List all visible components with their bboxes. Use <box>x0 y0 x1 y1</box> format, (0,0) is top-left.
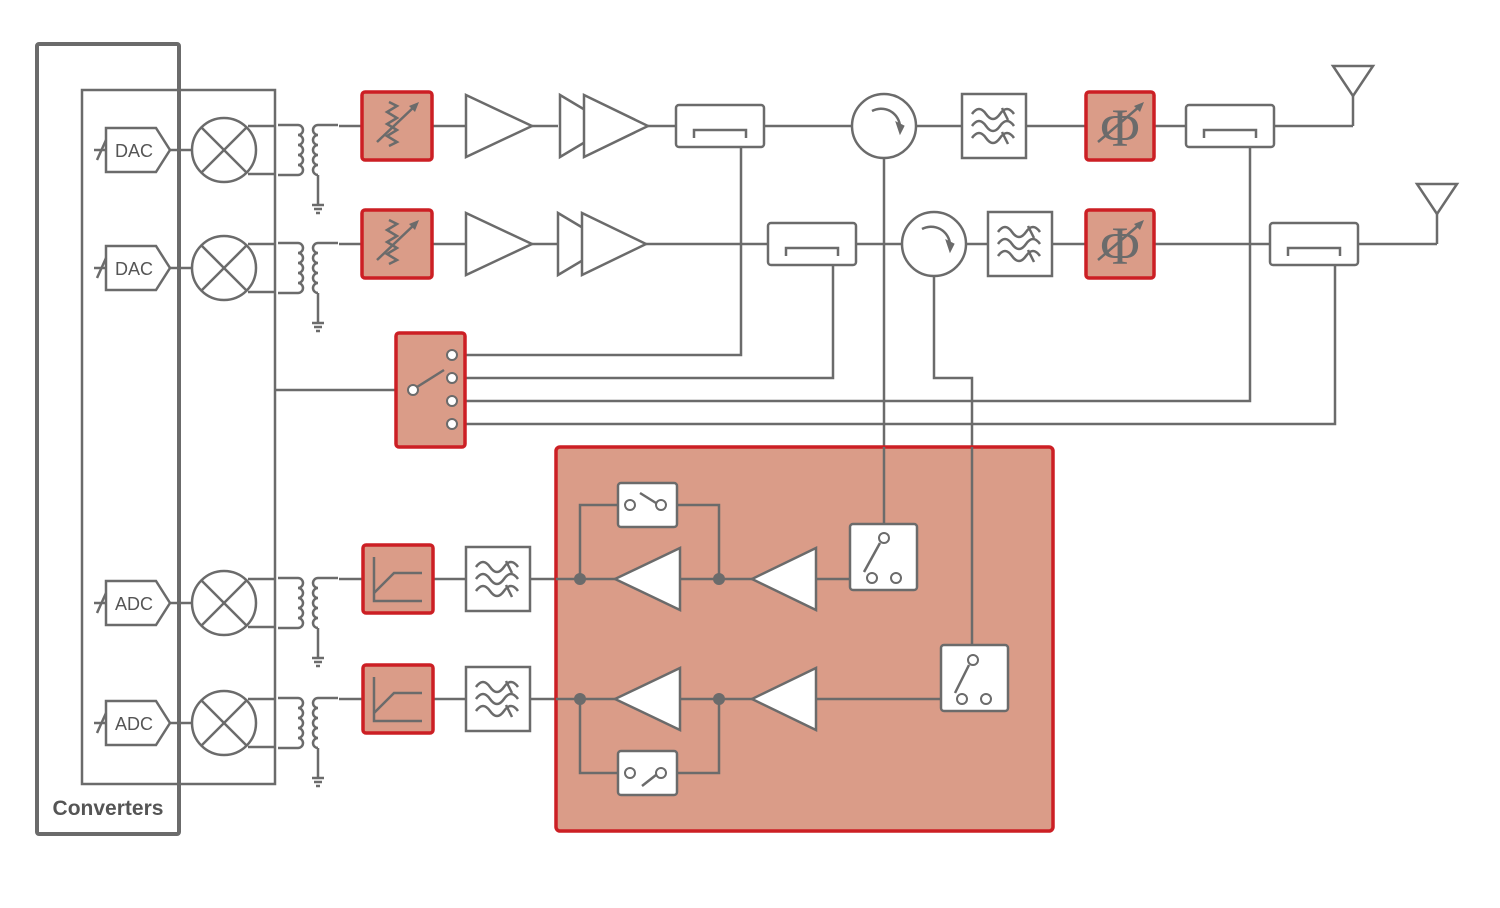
mixer-rx1 <box>190 569 258 637</box>
phase-symbol: Φ <box>1100 98 1139 158</box>
phase-symbol: Φ <box>1100 216 1139 276</box>
mixer-rx2 <box>190 689 258 757</box>
balun-rx1 <box>276 576 340 668</box>
lna-rx1-stage2 <box>612 546 682 612</box>
driver-amp-tx1 <box>464 93 535 159</box>
driver-amp-tx2 <box>464 211 535 277</box>
antenna-2-icon <box>1415 182 1459 216</box>
power-amp-tx2 <box>556 210 649 278</box>
balun-rx2 <box>276 696 340 788</box>
coupler-tx2-pa <box>766 221 858 267</box>
phase-shifter-tx1: Φ <box>1084 90 1156 162</box>
power-amp-tx1 <box>558 92 651 160</box>
adc-2-label: ADC <box>115 714 153 734</box>
bandpass-filter-rx2 <box>464 665 532 733</box>
bandpass-filter-tx2 <box>986 210 1054 278</box>
tr-switch-rx1 <box>848 522 919 592</box>
coupler-tx1-antenna <box>1184 103 1276 149</box>
converters-block: Converters DAC DAC ADC ADC <box>35 42 277 836</box>
converters-label: Converters <box>53 797 164 820</box>
circulator-tx2 <box>900 210 968 278</box>
coupler-tx2-antenna <box>1268 221 1360 267</box>
dac-1: DAC <box>92 126 172 174</box>
adc-1-label: ADC <box>115 594 153 614</box>
dac-1-label: DAC <box>115 141 153 161</box>
mixer-tx1 <box>190 116 258 184</box>
bypass-switch-rx2 <box>616 749 679 797</box>
lowpass-filter-rx2 <box>361 663 435 735</box>
bandpass-filter-rx1 <box>464 545 532 613</box>
bypass-switch-rx1 <box>616 481 679 529</box>
circulator-tx1 <box>850 92 918 160</box>
dac-2-label: DAC <box>115 259 153 279</box>
lowpass-filter-rx1 <box>361 543 435 615</box>
adc-1: ADC <box>92 579 172 627</box>
lna-rx2-stage1 <box>749 666 818 732</box>
rx-frontend-module <box>554 445 1055 833</box>
converters-frame <box>35 42 181 836</box>
coupler-tx1-pa <box>674 103 766 149</box>
bandpass-filter-tx1 <box>960 92 1028 160</box>
adc-2: ADC <box>92 699 172 747</box>
mixer-tx2 <box>190 234 258 302</box>
rx-module-nodes <box>574 573 725 705</box>
balun-tx1 <box>276 123 340 215</box>
variable-attenuator-tx1 <box>360 90 434 162</box>
variable-attenuator-tx2 <box>360 208 434 280</box>
tr-switch-rx2 <box>939 643 1010 713</box>
balun-tx2 <box>276 241 340 333</box>
dac-2: DAC <box>92 244 172 292</box>
lna-rx1-stage1 <box>749 546 818 612</box>
feedback-switch <box>394 331 467 449</box>
lna-rx2-stage2 <box>612 666 682 732</box>
rx-module-wiring <box>556 447 974 775</box>
phase-shifter-tx2: Φ <box>1084 208 1156 280</box>
antenna-1-icon <box>1331 64 1375 98</box>
